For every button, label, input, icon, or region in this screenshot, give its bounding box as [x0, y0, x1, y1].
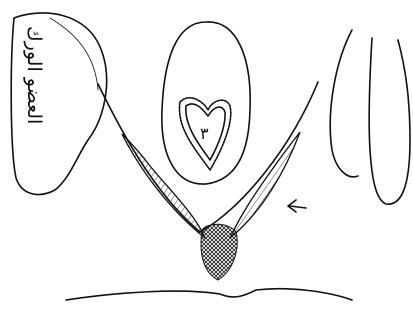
organ-number-label: ٣	[200, 124, 209, 143]
central-organ: ٣	[162, 22, 250, 184]
side-annotation-label: العضو الورك	[23, 26, 45, 124]
right-hatched-band	[230, 132, 300, 238]
left-hatched-band	[122, 134, 205, 238]
bottom-baseline	[66, 289, 352, 300]
right-organ	[330, 30, 410, 204]
pointer-arrow-icon	[288, 200, 306, 212]
left-organ: العضو الورك	[11, 13, 106, 194]
crosshatched-region	[201, 224, 237, 280]
